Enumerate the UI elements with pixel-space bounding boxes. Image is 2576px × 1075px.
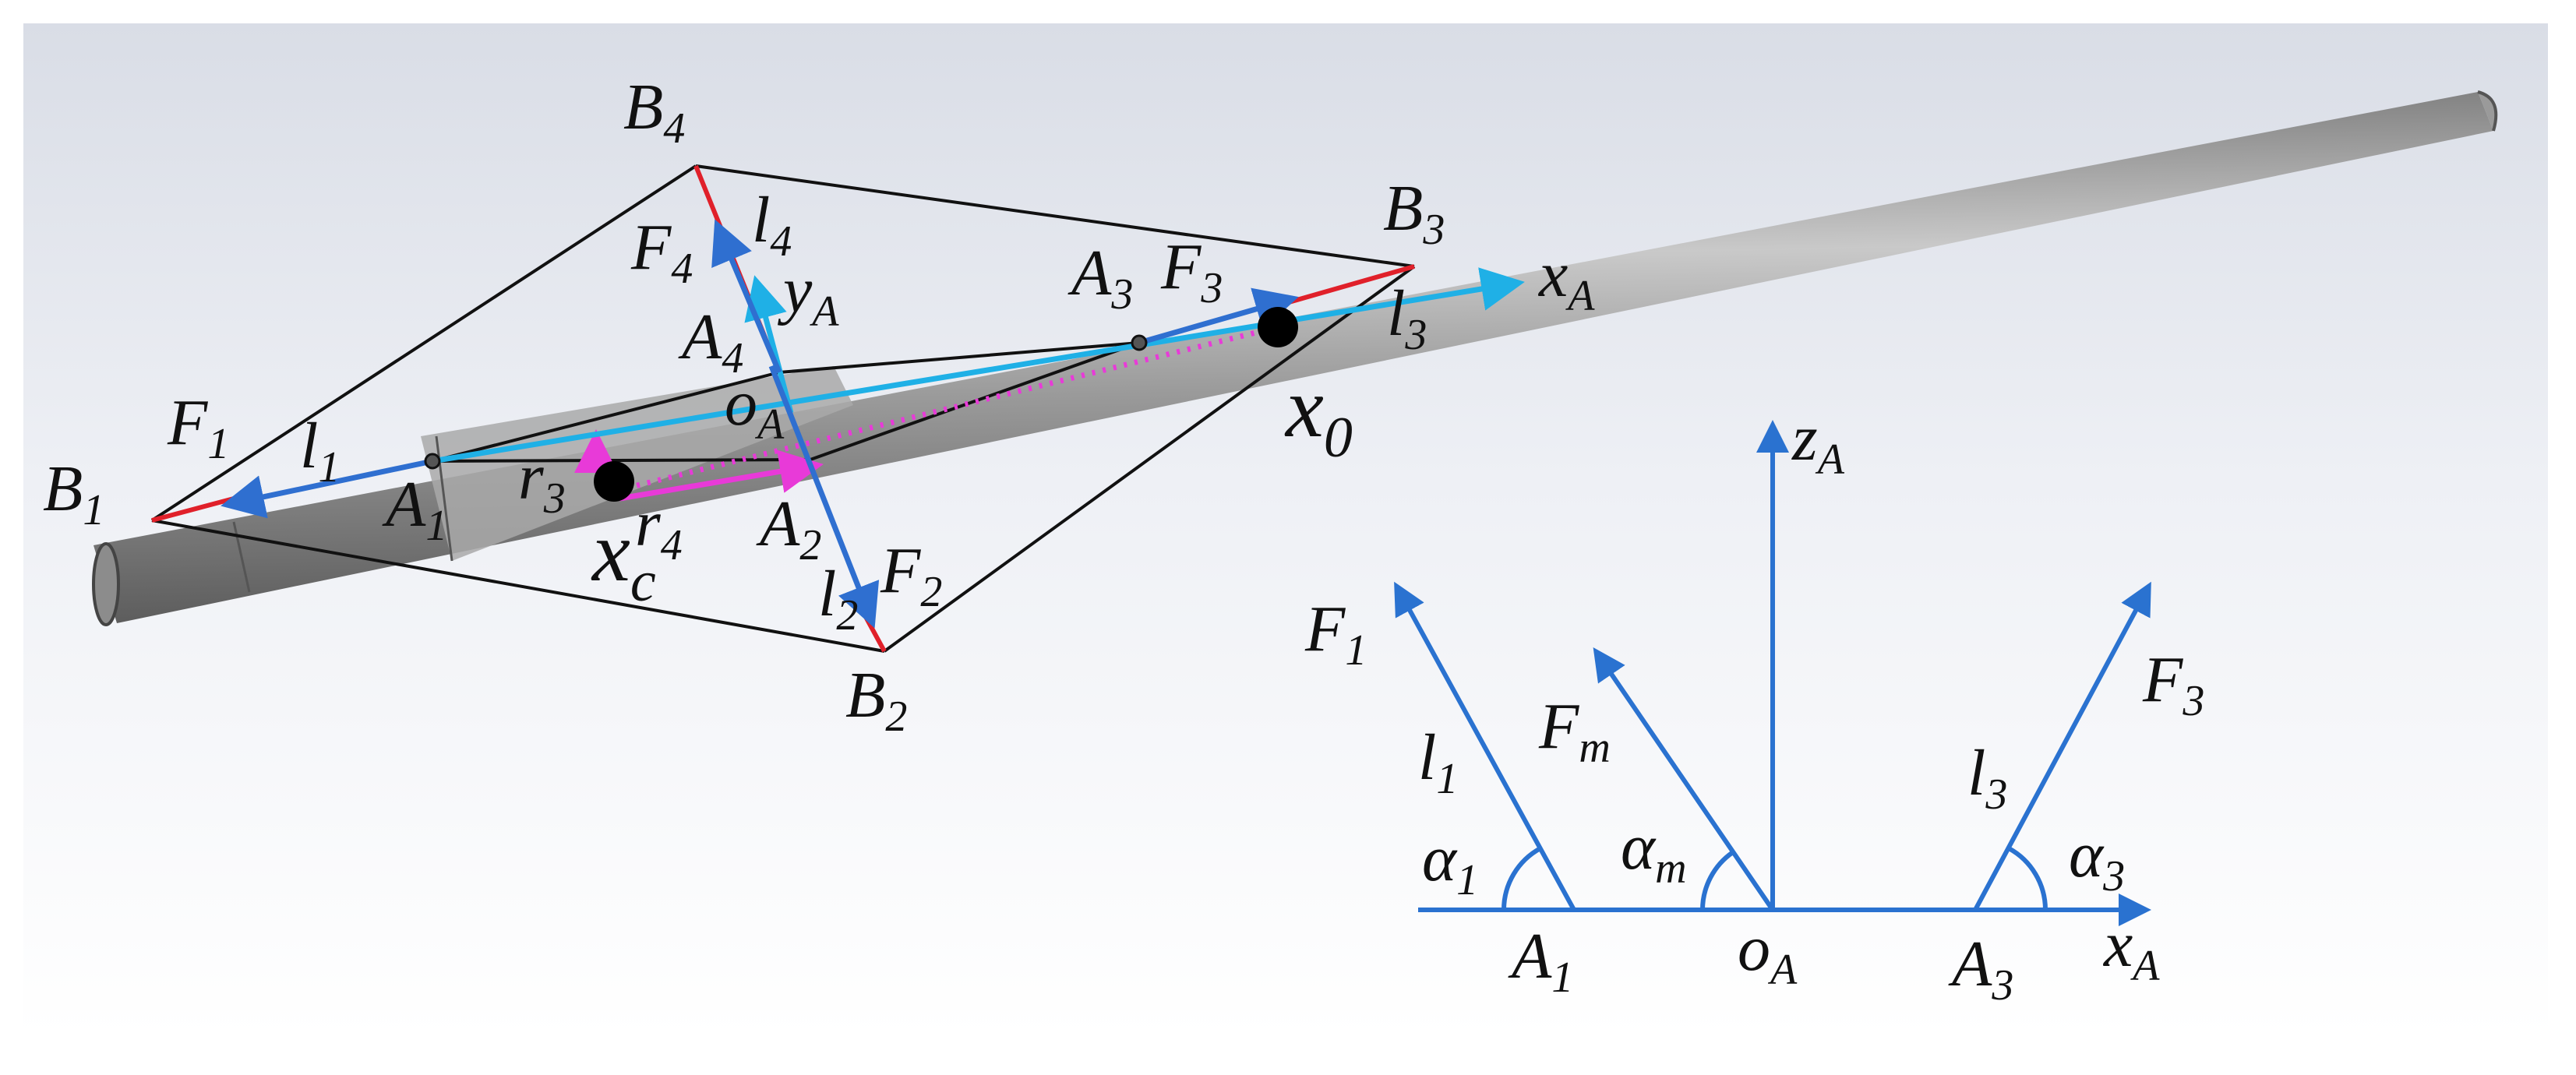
xA-axis-arrow-3d: [432, 267, 1525, 464]
label-x0: x0: [1284, 360, 1353, 470]
label-A3-3d: A3: [1067, 237, 1133, 319]
label-F3-3d: F3: [1160, 231, 1223, 312]
label-F2: F2: [880, 534, 942, 616]
Fm-arrow-2d: [1593, 647, 1775, 911]
label-F4: F4: [630, 211, 693, 293]
label-l2: l2: [818, 558, 858, 640]
F4-arrow: [711, 219, 782, 374]
yA-axis-arrow-3d: [744, 275, 794, 414]
label-Fm: Fm: [1538, 690, 1611, 772]
alpha1-arc: [1501, 846, 1542, 911]
label-B3: B3: [1383, 172, 1445, 254]
label-xA-3d: xA: [1537, 238, 1595, 320]
label-A3-2d: A3: [1948, 928, 2013, 1010]
F1-arrow: [221, 458, 433, 519]
label-B1: B1: [43, 453, 104, 534]
labels-3d: B4 B3 B1 B2 F4 l4 yA A4 oA A3 F3 l3 xA x…: [43, 71, 1595, 741]
alpha3-arc: [2007, 846, 2048, 911]
label-l4: l4: [752, 184, 792, 266]
F3-arrow: [1138, 287, 1299, 346]
label-F1-2d: F1: [1304, 593, 1367, 675]
pole-body: [92, 90, 2498, 626]
label-yA: yA: [777, 254, 839, 336]
frame-lines: [150, 164, 1416, 653]
labels-2d: zA F1 Fm F3 l1 l3 α1 αm α3 A1 oA A3 xA: [1304, 402, 2204, 1010]
F1-arrow-2d: [1394, 581, 1576, 911]
label-A1-3d: A1: [382, 468, 447, 550]
x0-mass-dot: [1258, 307, 1298, 347]
label-r4: r4: [635, 488, 683, 569]
label-A1-2d: A1: [1508, 920, 1573, 1002]
label-l3-2d: l3: [1967, 737, 2007, 819]
label-F1-3d: F1: [167, 386, 229, 468]
label-l1-3d: l1: [300, 410, 340, 492]
F3-arrow-2d: [1973, 581, 2151, 911]
force-arrows-3d: [221, 219, 1299, 629]
label-l1-2d: l1: [1418, 721, 1458, 803]
alpham-arc: [1700, 850, 1734, 911]
A1-point: [424, 453, 441, 470]
label-oA-2d: oA: [1738, 912, 1798, 994]
label-alpham: αm: [1621, 811, 1687, 893]
label-xA-2d: xA: [2102, 908, 2160, 990]
label-xc: xc: [591, 504, 656, 614]
label-B2: B2: [845, 659, 907, 741]
r4-arrow: [619, 449, 824, 502]
xc-mass-dot: [594, 461, 634, 502]
F2-arrow: [768, 365, 880, 629]
label-A2: A2: [756, 488, 821, 569]
label-B4: B4: [623, 71, 685, 153]
label-A4: A4: [678, 301, 743, 382]
planar-force-diagram: [1394, 420, 2151, 926]
label-l3-3d: l3: [1387, 277, 1427, 359]
A3-point: [1131, 334, 1148, 351]
label-zA: zA: [1791, 402, 1845, 484]
label-alpha1: α1: [1422, 823, 1478, 904]
label-r3: r3: [518, 441, 566, 523]
label-alpha3: α3: [2069, 819, 2125, 901]
label-F3-2d: F3: [2142, 643, 2204, 725]
magenta-dotted-line: [615, 324, 1279, 494]
label-oA-3d: oA: [725, 367, 785, 449]
